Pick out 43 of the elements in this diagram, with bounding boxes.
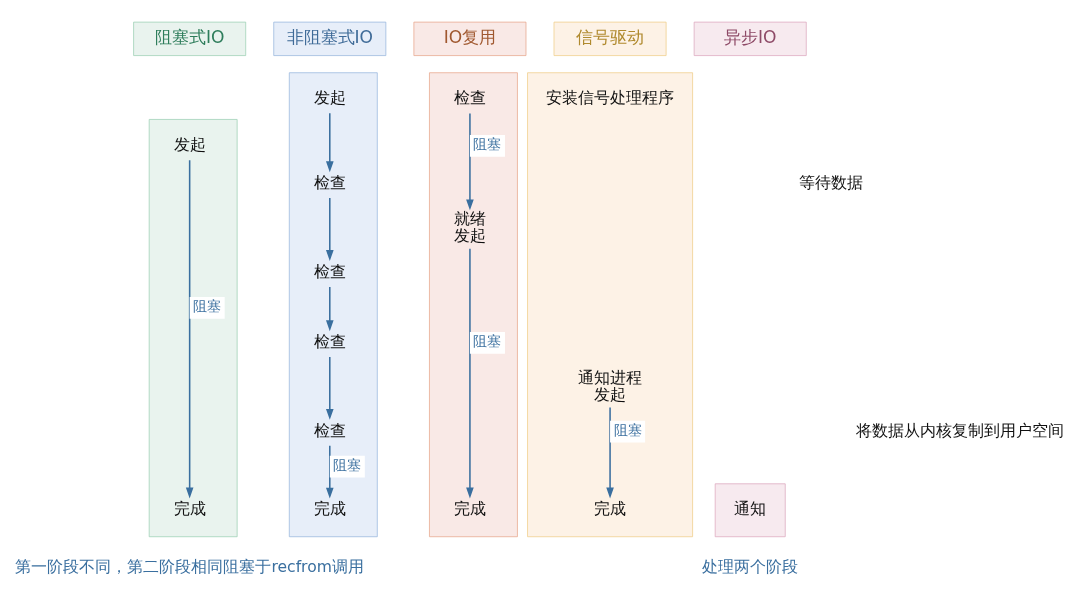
node-text: 发起	[313, 89, 346, 108]
edge-label: 阻塞	[473, 333, 502, 350]
arrow	[325, 112, 334, 173]
arrow	[185, 159, 194, 499]
node-text: 通知进程 发起	[578, 368, 643, 404]
node-box: IO复用	[413, 21, 527, 56]
arrow	[466, 247, 474, 499]
arrow	[325, 356, 334, 420]
node-text: 完成	[594, 500, 627, 519]
node-text: 安装信号处理程序	[546, 89, 675, 108]
node-box: 异步IO	[693, 21, 807, 56]
label: 处理两个阶段	[702, 557, 799, 576]
node-text: 检查	[313, 262, 346, 281]
node-text: 完成	[313, 500, 346, 519]
cluster	[714, 483, 786, 538]
node-text: 检查	[313, 332, 346, 351]
cluster	[429, 72, 518, 538]
node-text: 就绪 发起	[453, 209, 486, 245]
arrow	[606, 406, 614, 499]
cluster	[288, 72, 378, 538]
cluster	[148, 119, 238, 538]
node-box: 阻塞式IO	[133, 21, 247, 56]
edge-label: 阻塞	[333, 457, 362, 474]
node-text: 发起	[173, 135, 206, 154]
node-text: 检查	[313, 421, 346, 440]
label: 等待数据	[799, 173, 864, 192]
arrow	[325, 445, 334, 499]
node-text: 检查	[313, 173, 346, 192]
node-text: 完成	[173, 500, 206, 519]
node-box: 非阻塞式IO	[273, 21, 387, 56]
edge-label: 阻塞	[473, 136, 502, 153]
edge-label: 阻塞	[193, 298, 222, 315]
label: 第一阶段不同，第二阶段相同阻塞于recfrom调用	[15, 557, 364, 576]
arrow	[325, 197, 334, 262]
cluster	[527, 72, 693, 538]
arrow	[325, 286, 334, 332]
label: 将数据从内核复制到用户空间	[855, 421, 1064, 440]
edge-label: 阻塞	[613, 422, 642, 439]
node-box: 信号驱动	[553, 21, 667, 56]
node-text: 检查	[453, 89, 486, 108]
arrow	[466, 112, 474, 211]
node-text: 完成	[453, 500, 486, 519]
node-text: 通知	[734, 500, 767, 519]
